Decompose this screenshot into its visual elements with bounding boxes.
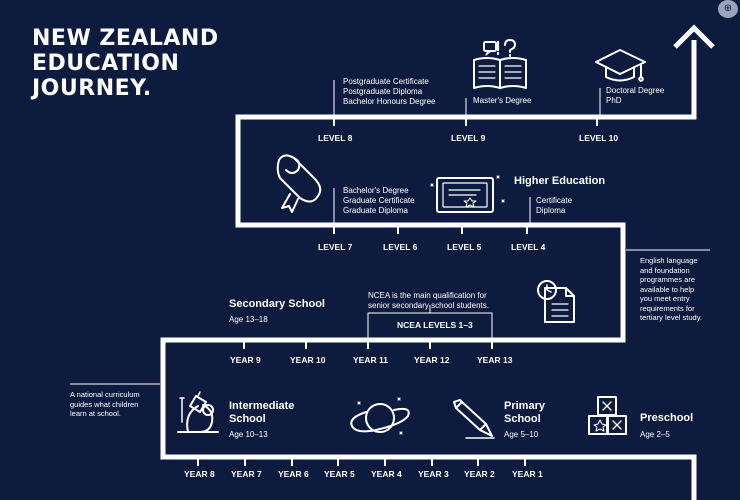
title-line: Primary [504, 400, 545, 412]
note-line: guides what children [70, 399, 139, 409]
english-programmes-note: English language and foundation programm… [640, 256, 736, 323]
year-10-label: YEAR 10 [290, 355, 326, 365]
note-line: you meet entry [640, 294, 690, 303]
year-3-label: YEAR 3 [418, 469, 449, 479]
title-line-1: NEW ZEALAND [32, 26, 219, 51]
year-13-label: YEAR 13 [477, 355, 513, 365]
qual-item: Graduate Certificate [343, 196, 415, 205]
note-line: senior secondary school students. [368, 301, 489, 310]
year-6-label: YEAR 6 [278, 469, 309, 479]
pencil-icon [453, 399, 495, 439]
level-9-label: LEVEL 9 [451, 133, 486, 143]
intermediate-school-title: Intermediate School [229, 400, 294, 426]
qual-item: Bachelor Honours Degree [343, 97, 436, 106]
intermediate-school-age: Age 10–13 [229, 430, 268, 439]
primary-school-age: Age 5–10 [504, 430, 539, 439]
qual-item: Postgraduate Certificate [343, 77, 429, 86]
title-line-3: JOURNEY. [32, 76, 152, 101]
corner-badge-icon[interactable]: ⊕ [718, 0, 738, 18]
note-line: and foundation [640, 265, 690, 275]
level-ticks [197, 117, 598, 466]
year-4-label: YEAR 4 [371, 469, 402, 479]
curriculum-note: A national curriculum guides what childr… [70, 390, 162, 419]
year-9-label: YEAR 9 [230, 355, 261, 365]
note-line: programmes are [640, 275, 696, 284]
year-1-label: YEAR 1 [512, 469, 543, 479]
preschool-age: Age 2–5 [640, 430, 670, 439]
graduation-cap-icon [595, 49, 646, 82]
note-line: available to help [640, 284, 695, 294]
qual-item: Certificate [536, 196, 573, 205]
level-9-qualifications: Master's Degree [473, 96, 531, 106]
qual-item: Graduate Diploma [343, 206, 408, 215]
level-10-qualifications: Doctoral Degree PhD [606, 86, 664, 106]
higher-education-title: Higher Education [514, 175, 606, 187]
ncea-note: NCEA is the main qualification for senio… [368, 291, 489, 311]
level-4-qualifications: Certificate Diploma [536, 196, 572, 216]
year-11-label: YEAR 11 [353, 355, 388, 365]
diploma-scroll-icon [276, 154, 322, 213]
level-10-label: LEVEL 10 [579, 133, 619, 143]
level-4-label: LEVEL 4 [511, 242, 546, 252]
qual-item: Postgraduate Diploma [343, 87, 423, 96]
level-6-label: LEVEL 6 [383, 242, 418, 252]
preschool-title: Preschool [640, 412, 694, 424]
note-line: NCEA is the main qualification for [368, 291, 487, 300]
qual-item: Doctoral Degree [606, 86, 665, 95]
secondary-school-title: Secondary School [229, 298, 325, 310]
page-title: NEW ZEALAND EDUCATION JOURNEY. [32, 26, 219, 101]
primary-school-title: Primary School [504, 400, 545, 426]
level-7-label: LEVEL 7 [318, 242, 353, 252]
title-line: School [229, 413, 266, 425]
qual-item: PhD [606, 96, 622, 105]
note-line: English language [640, 256, 698, 265]
ncea-levels-label: NCEA LEVELS 1–3 [397, 320, 473, 330]
secondary-school-age: Age 13–18 [229, 315, 268, 324]
level-8-label: LEVEL 8 [318, 133, 353, 143]
planet-icon [350, 397, 410, 435]
note-line: A national curriculum [70, 390, 140, 399]
title-line: Intermediate [229, 400, 295, 412]
year-8-label: YEAR 8 [184, 469, 215, 479]
year-2-label: YEAR 2 [464, 469, 495, 479]
qual-item: Bachelor's Degree [343, 186, 409, 195]
note-line: learn at school. [70, 409, 121, 418]
title-line: School [504, 413, 541, 425]
qual-item: Master's Degree [473, 96, 532, 105]
open-book-icon [473, 39, 527, 89]
level-8-qualifications: Postgraduate Certificate Postgraduate Di… [343, 77, 436, 107]
year-7-label: YEAR 7 [231, 469, 262, 479]
level-5-label: LEVEL 5 [447, 242, 482, 252]
certificate-icon [430, 175, 505, 213]
title-line-2: EDUCATION [32, 51, 180, 76]
toy-blocks-icon [588, 396, 627, 435]
year-12-label: YEAR 12 [414, 355, 450, 365]
qual-item: Diploma [536, 206, 566, 215]
arrow-up-icon [673, 24, 715, 49]
note-line: tertiary level study. [640, 313, 702, 322]
level-7-qualifications: Bachelor's Degree Graduate Certificate G… [343, 186, 415, 216]
microscope-icon [177, 391, 219, 433]
note-line: requirements for [640, 303, 695, 313]
document-clock-icon [537, 280, 575, 323]
year-5-label: YEAR 5 [324, 469, 355, 479]
